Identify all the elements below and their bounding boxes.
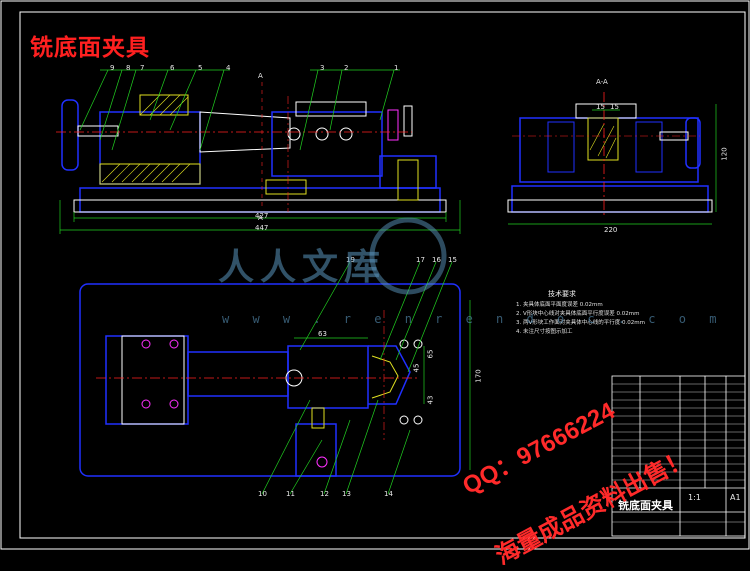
watermark-ring [369,217,447,295]
dim-plan-4: 43 [426,395,435,405]
tech-note: 2. V形块中心线对夹具体底面平行度误差 0.02mm [516,311,640,317]
dim-side-top-2: 15 [610,103,619,111]
watermark-logo: 人人文库 [218,246,387,288]
part-number: 1 [394,64,399,72]
tech-notes-title: 技术要求 [548,290,576,298]
part-number: 17 [416,256,425,264]
part-number: 10 [258,490,267,498]
tech-note: 3. 两V形块工作面对夹具体中心线的平行度 0.02mm [516,320,645,326]
part-number: 15 [448,256,457,264]
part-number: 8 [126,64,131,72]
section-view [507,92,717,225]
watermark-url: w w w . r e n r e n d o c . c o m [222,312,725,326]
part-number: 6 [170,64,175,72]
front-view [56,69,461,234]
tech-note: 4. 未注尺寸按图示加工 [516,329,573,335]
part-number: 13 [342,490,351,498]
title-block-scale: 1:1 [688,493,701,502]
part-number: 19 [346,256,355,264]
dim-plan-1: 63 [318,330,327,338]
inner-frame [19,11,746,539]
part-number: 16 [432,256,441,264]
part-number: 7 [140,64,145,72]
part-number: 9 [110,64,115,72]
fixture-drawing [0,0,750,550]
dim-plan-5: 170 [474,369,483,383]
plan-view [79,261,471,495]
outer-frame [0,0,750,550]
part-number: 4 [226,64,231,72]
part-number: 3 [320,64,325,72]
drawing-title: 铣底面夹具 [30,34,150,61]
title-block-rows [612,383,745,523]
section-label: A-A [596,78,608,86]
dim-plan-3: 65 [426,349,435,359]
part-number: 12 [320,490,329,498]
part-number: 2 [344,64,349,72]
tech-note: 1. 夹具体底面平面度误差 0.02mm [516,302,603,308]
title-block-name: 铣底面夹具 [618,499,673,512]
dim-plan-2: 45 [412,363,421,373]
dim-side-top-1: 15 [596,103,605,111]
section-marker-top: A [258,72,263,80]
dim-side-height: 120 [720,147,729,161]
part-number: 14 [384,490,393,498]
title-block-sheet: A1 [730,493,741,502]
part-number: 5 [198,64,203,72]
part-number: 11 [286,490,295,498]
dim-main-length-2: 447 [255,224,269,232]
section-marker-bottom: A [258,214,263,222]
dim-main-length-1: 427 [255,212,269,220]
dim-side-width: 220 [604,226,618,234]
